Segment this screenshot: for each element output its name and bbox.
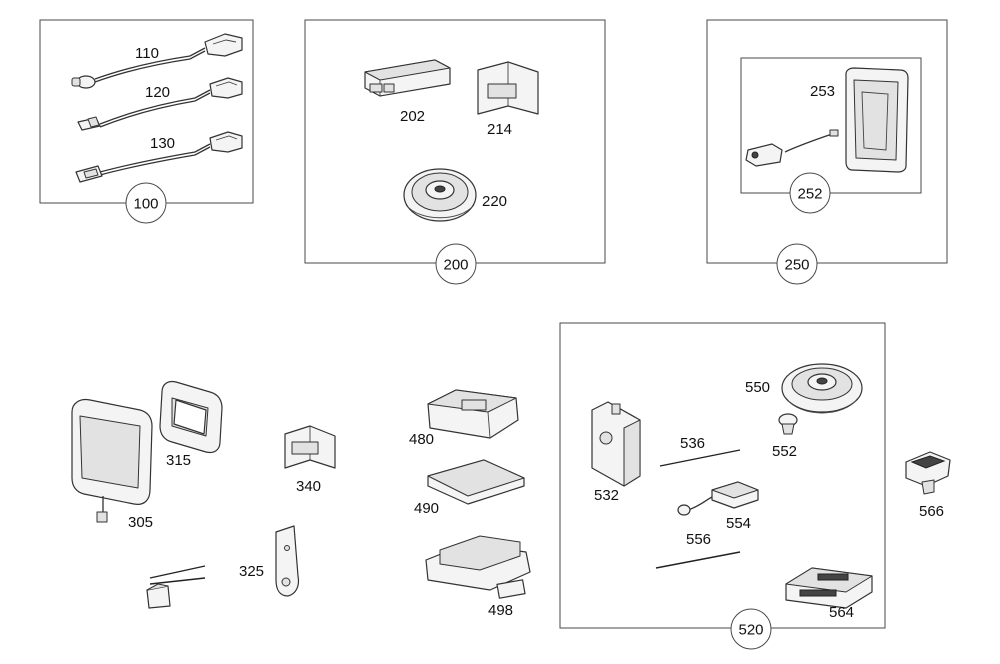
booklet-340 <box>284 425 336 469</box>
group-250-frame <box>706 19 948 264</box>
label-556: 556 <box>686 531 711 548</box>
group-100: 110 120 130 100 <box>39 19 254 224</box>
label-532: 532 <box>594 487 619 504</box>
label-220: 220 <box>482 193 507 210</box>
label-550: 550 <box>745 379 770 396</box>
module-498 <box>425 535 531 599</box>
badge-100: 100 <box>133 196 158 213</box>
cable-130 <box>75 131 243 183</box>
label-490: 490 <box>414 500 439 517</box>
clip-552 <box>778 413 798 435</box>
badge-200-circle <box>435 243 477 285</box>
label-554: 554 <box>726 515 751 532</box>
line-536 <box>659 449 741 467</box>
label-120: 120 <box>145 84 170 101</box>
group-200-frame <box>304 19 606 264</box>
label-110: 110 <box>135 45 159 62</box>
control-unit-202 <box>364 59 451 97</box>
camera-252 <box>745 129 839 167</box>
badge-100-circle <box>125 182 167 224</box>
badge-520-circle <box>730 608 772 650</box>
control-box-532 <box>591 401 641 487</box>
label-564: 564 <box>829 604 854 621</box>
label-552: 552 <box>772 443 797 460</box>
connector-566 <box>905 451 951 495</box>
badge-252: 252 <box>797 186 822 203</box>
booklet-214 <box>477 61 539 115</box>
group-250: 253 252 250 <box>706 19 948 285</box>
bracket-325 <box>275 525 300 597</box>
cable-120 <box>77 77 243 131</box>
head-unit-480 <box>427 389 519 439</box>
speaker-220 <box>403 168 477 222</box>
label-253: 253 <box>810 83 835 100</box>
group-520-frame <box>559 322 886 629</box>
label-305: 305 <box>128 514 153 531</box>
line-556 <box>655 551 741 569</box>
label-480: 480 <box>409 431 434 448</box>
cable-110 <box>71 33 243 89</box>
group-252-frame <box>740 57 922 194</box>
frame-315 <box>159 380 223 454</box>
module-564 <box>785 567 873 609</box>
group-520: 532 536 550 552 554 556 564 520 <box>559 322 886 650</box>
label-340: 340 <box>296 478 321 495</box>
pad-part <box>146 565 206 609</box>
label-536: 536 <box>680 435 705 452</box>
label-202: 202 <box>400 108 425 125</box>
antenna-554 <box>677 481 759 516</box>
badge-200: 200 <box>443 257 468 274</box>
label-130: 130 <box>150 135 175 152</box>
frame-253 <box>845 67 909 173</box>
badge-250: 250 <box>784 257 809 274</box>
monitor-305 <box>71 398 153 523</box>
label-214: 214 <box>487 121 512 138</box>
plate-490 <box>427 459 525 505</box>
badge-520: 520 <box>738 622 763 639</box>
group-200: 202 214 220 200 <box>304 19 606 285</box>
label-566: 566 <box>919 503 944 520</box>
label-498: 498 <box>488 602 513 619</box>
speaker-550 <box>781 363 863 414</box>
badge-250-circle <box>776 243 818 285</box>
label-315: 315 <box>166 452 191 469</box>
label-325: 325 <box>239 563 264 580</box>
badge-252-circle <box>789 172 831 214</box>
